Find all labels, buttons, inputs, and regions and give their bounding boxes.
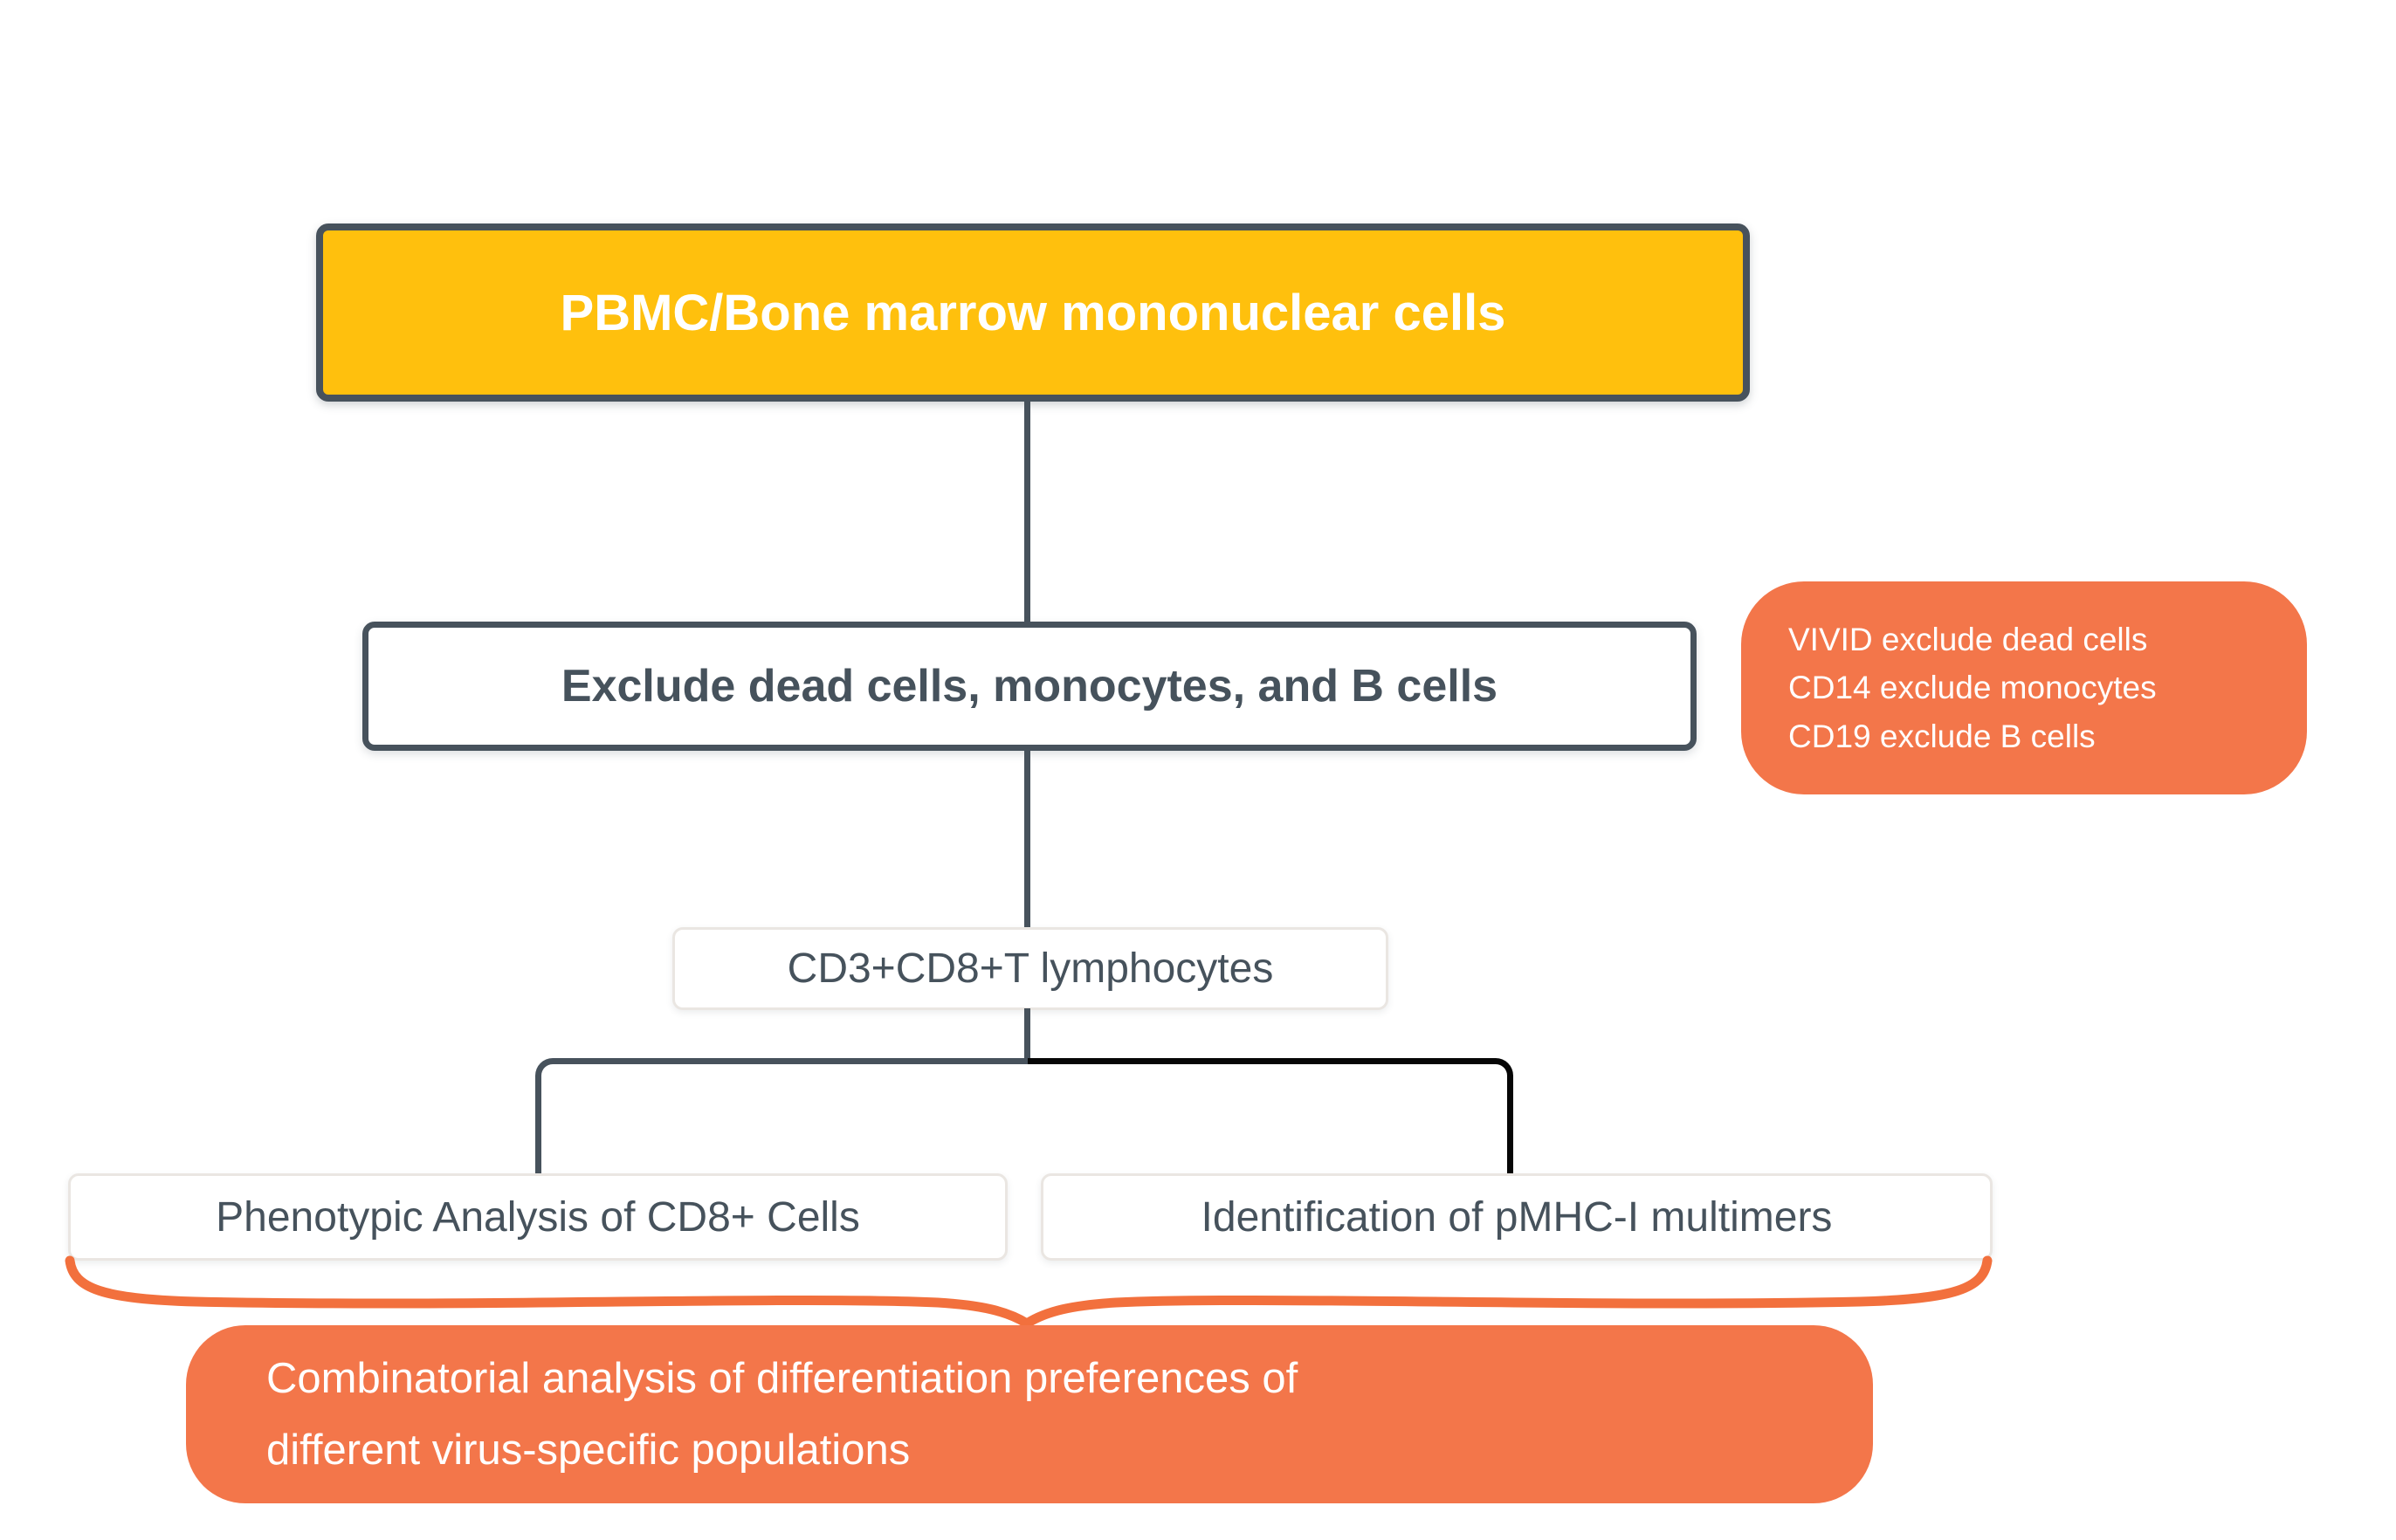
curly-brace-icon xyxy=(65,1255,1993,1327)
root-node-pbmc: PBMC/Bone marrow mononuclear cells xyxy=(316,223,1750,402)
root-node-label: PBMC/Bone marrow mononuclear cells xyxy=(560,284,1506,341)
note-line-cd19: CD19 exclude B cells xyxy=(1788,718,2096,754)
phenotypic-analysis-node: Phenotypic Analysis of CD8+ Cells xyxy=(68,1173,1008,1261)
pmhc-multimers-node: Identification of pMHC-I multimers xyxy=(1041,1173,1993,1261)
exclude-node-label: Exclude dead cells, monocytes, and B cel… xyxy=(561,661,1498,712)
note-callout: VIVID exclude dead cells CD14 exclude mo… xyxy=(1741,581,2307,794)
branch-elbow-left xyxy=(535,1058,1028,1173)
cd3-node: CD3+CD8+T lymphocytes xyxy=(672,927,1388,1010)
branch-elbow-right xyxy=(1028,1058,1513,1173)
note-line-vivid: VIVID exclude dead cells xyxy=(1788,621,2148,657)
phenotypic-analysis-label: Phenotypic Analysis of CD8+ Cells xyxy=(216,1193,860,1241)
connector-exclude-to-cd3 xyxy=(1024,749,1030,929)
summary-callout: Combinatorial analysis of differentiatio… xyxy=(186,1325,1873,1503)
connector-root-to-exclude xyxy=(1024,400,1030,625)
summary-line-2: different virus-specific populations xyxy=(266,1427,911,1474)
pmhc-multimers-label: Identification of pMHC-I multimers xyxy=(1201,1193,1833,1241)
connector-cd3-to-branches xyxy=(1024,1008,1030,1062)
exclude-node: Exclude dead cells, monocytes, and B cel… xyxy=(362,622,1697,751)
cd3-node-label: CD3+CD8+T lymphocytes xyxy=(787,945,1274,992)
summary-line-1: Combinatorial analysis of differentiatio… xyxy=(266,1354,1298,1402)
note-line-cd14: CD14 exclude monocytes xyxy=(1788,670,2157,706)
